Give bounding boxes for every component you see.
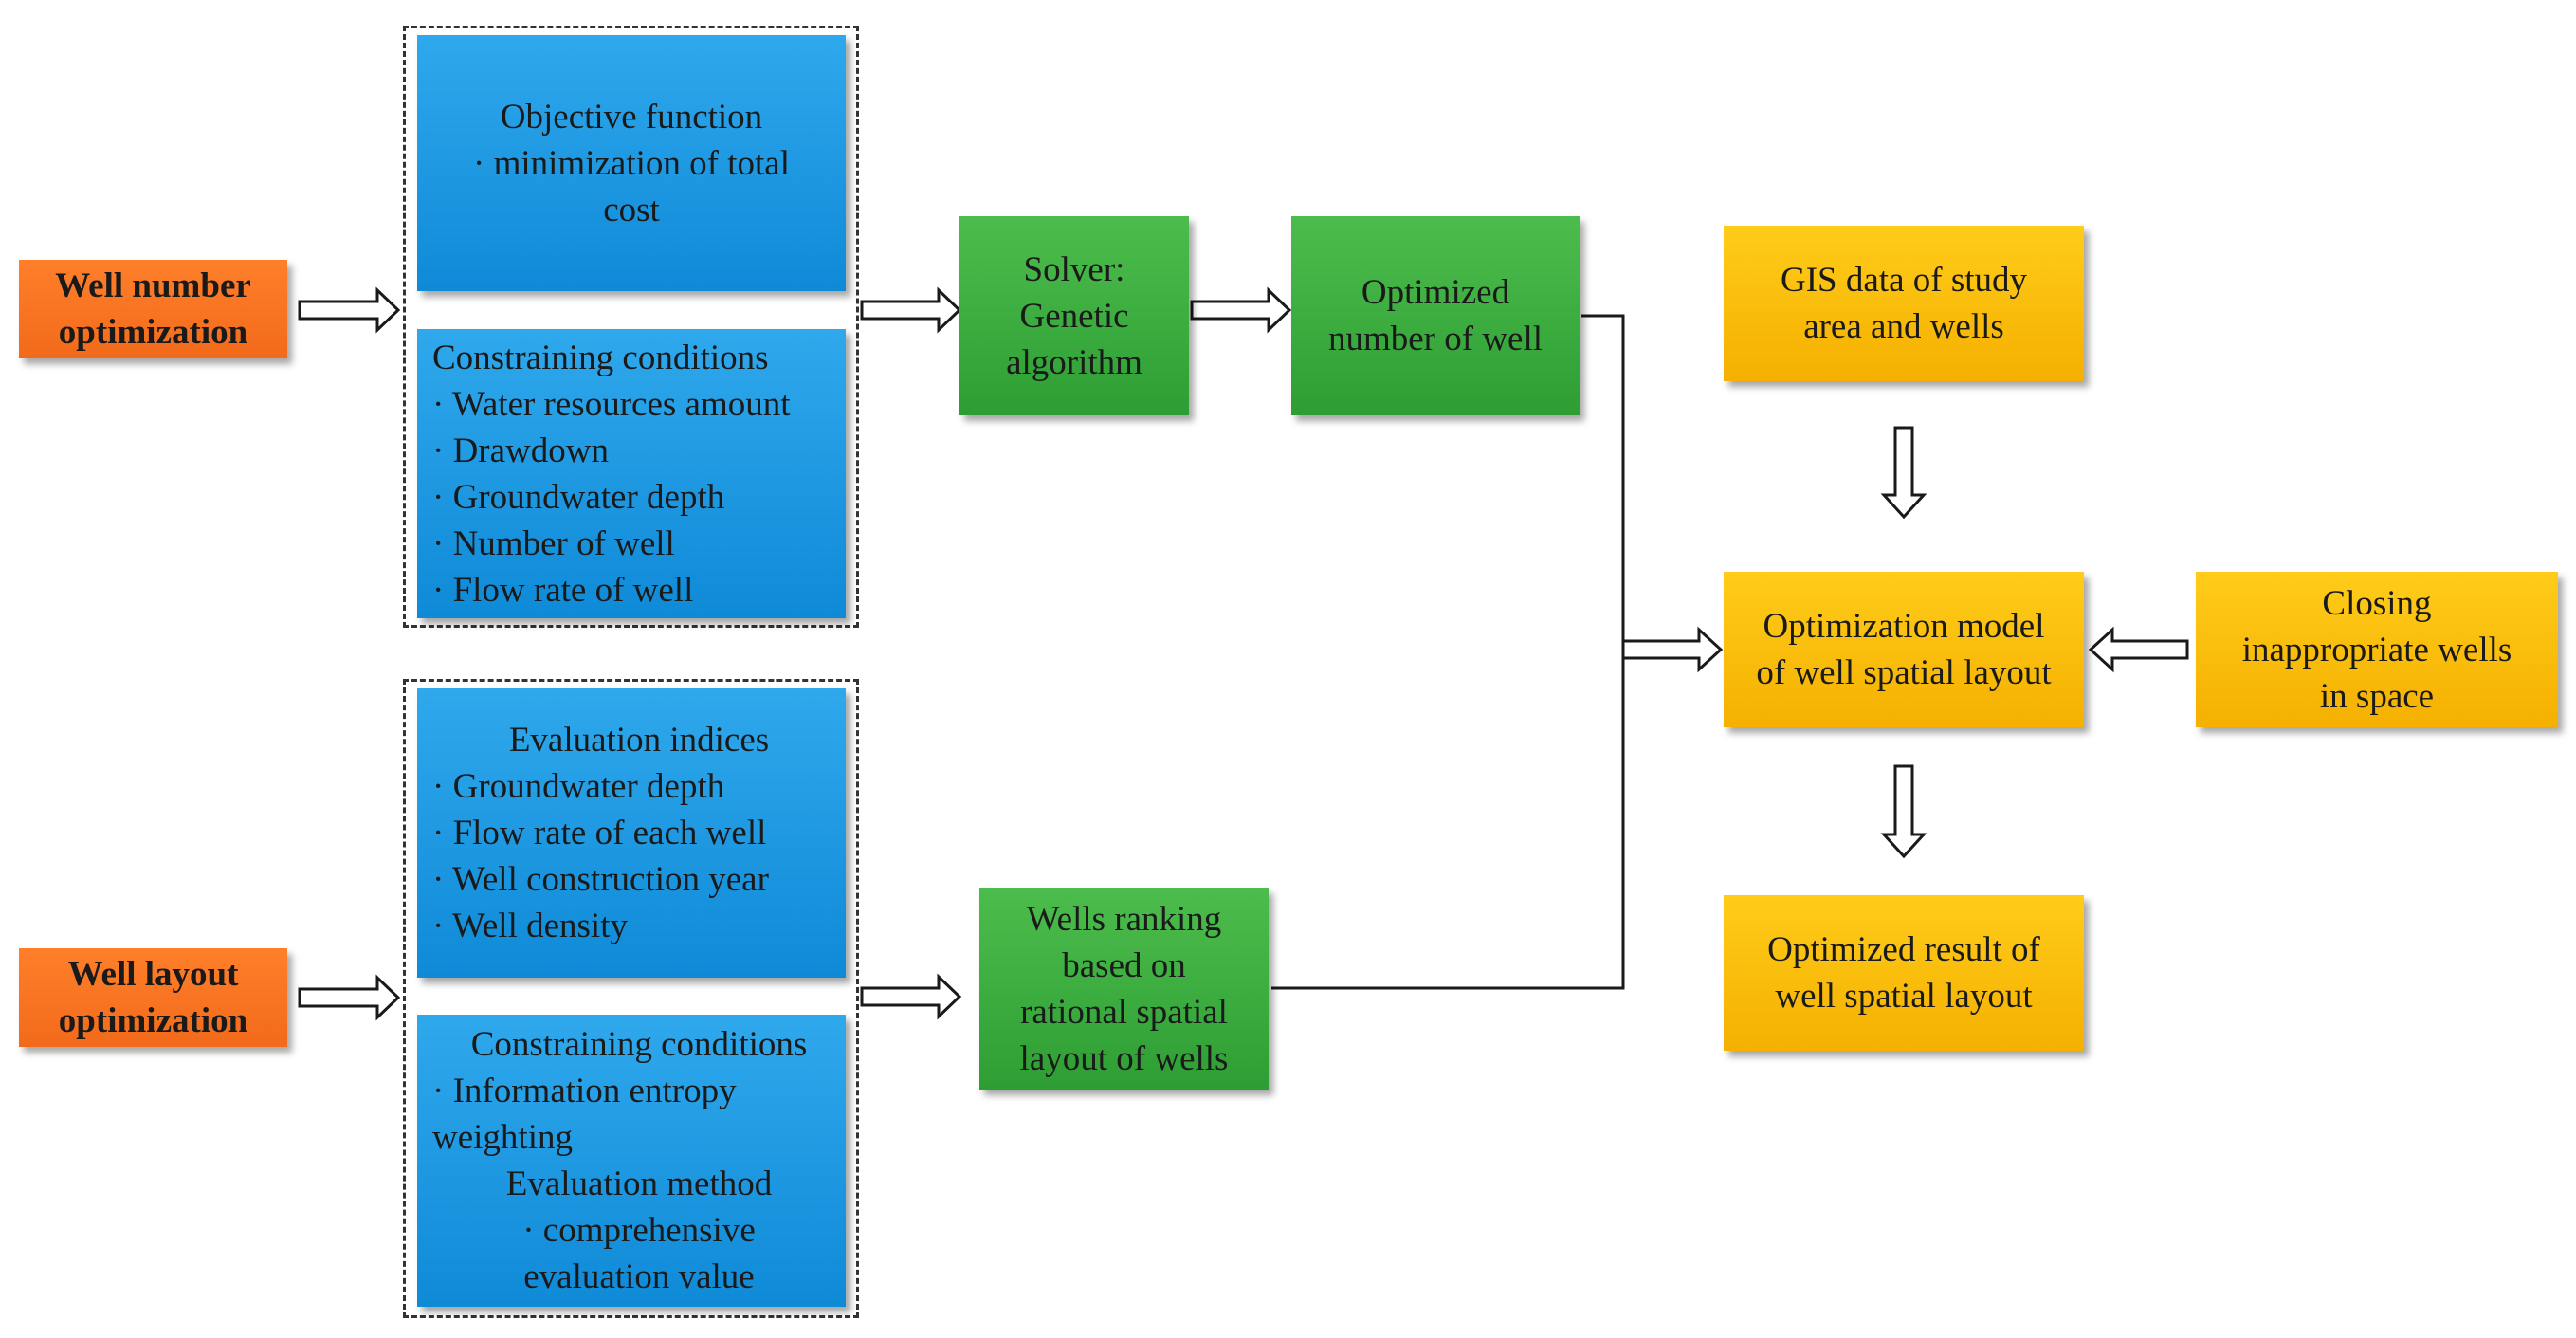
optimized-number-of-well-box: Optimized number of well bbox=[1291, 216, 1580, 415]
optimized-number-line-2: number of well bbox=[1327, 320, 1544, 358]
gis-line-1: GIS data of study bbox=[1781, 261, 2027, 300]
upper-constraint-line-4: · Groundwater depth bbox=[432, 477, 725, 517]
solver-line-3: algorithm bbox=[1006, 342, 1142, 382]
ranking-line-1: Wells ranking bbox=[1026, 899, 1222, 939]
arrow-objectives-to-solver bbox=[860, 286, 962, 334]
ranking-line-2: based on bbox=[1062, 945, 1186, 985]
objective-function-box: Objective function · minimization of tot… bbox=[417, 35, 846, 291]
well-layout-criteria-group bbox=[403, 679, 859, 1318]
closing-line-1: Closing bbox=[2322, 583, 2432, 623]
well-layout-optimization-box: Well layout optimization bbox=[19, 948, 287, 1047]
optimized-number-line-1: Optimized bbox=[1361, 273, 1510, 312]
well-number-line-2: optimization bbox=[58, 313, 248, 352]
model-line-2: of well spatial layout bbox=[1756, 653, 2052, 692]
result-line-2: well spatial layout bbox=[1775, 977, 2033, 1016]
upper-constraint-line-2: · Water resources amount bbox=[432, 384, 791, 424]
closing-line-3: in space bbox=[2319, 676, 2435, 716]
lower-constraining-conditions-box: Constraining conditions · Information en… bbox=[417, 1015, 846, 1307]
upper-constraint-line-5: · Number of well bbox=[432, 523, 675, 563]
result-line-1: Optimized result of bbox=[1767, 930, 2040, 969]
objective-line-2: · minimization of total bbox=[473, 143, 790, 183]
arrow-evaluation-to-ranking bbox=[860, 973, 962, 1020]
arrow-well-number-to-objectives bbox=[298, 286, 401, 334]
wells-ranking-box: Wells ranking based on rational spatial … bbox=[979, 888, 1269, 1090]
model-line-1: Optimization model bbox=[1763, 607, 2045, 646]
connector-lines bbox=[1271, 314, 1625, 990]
evaluation-indices-box: Evaluation indices · Groundwater depth ·… bbox=[417, 688, 846, 978]
arrow-model-to-result bbox=[1880, 764, 1927, 859]
well-number-line-1: Well number bbox=[55, 266, 251, 305]
gis-data-box: GIS data of study area and wells bbox=[1724, 226, 2084, 381]
upper-constraint-line-1: Constraining conditions bbox=[432, 338, 769, 377]
evaluation-line-5: · Well density bbox=[432, 907, 628, 945]
arrow-solver-to-optimized-number bbox=[1190, 286, 1292, 334]
arrow-well-layout-to-evaluation bbox=[298, 974, 401, 1021]
upper-constraint-line-3: · Drawdown bbox=[432, 431, 609, 470]
optimized-result-box: Optimized result of well spatial layout bbox=[1724, 895, 2084, 1051]
objective-line-1: Objective function bbox=[500, 97, 763, 137]
well-layout-line-2: optimization bbox=[58, 1001, 248, 1040]
arrow-merge-to-model bbox=[1621, 626, 1724, 673]
arrow-gis-to-model bbox=[1880, 426, 1927, 520]
lower-constraint-line-3: weighting bbox=[432, 1118, 573, 1157]
evaluation-line-2: · Groundwater depth bbox=[432, 767, 725, 806]
lower-constraint-line-4: Evaluation method bbox=[505, 1164, 773, 1203]
lower-constraint-line-6: evaluation value bbox=[523, 1257, 755, 1296]
objective-line-3: cost bbox=[603, 190, 660, 229]
well-layout-line-1: Well layout bbox=[67, 955, 239, 994]
well-number-optimization-box: Well number optimization bbox=[19, 260, 287, 358]
evaluation-line-3: · Flow rate of each well bbox=[432, 814, 767, 852]
gis-line-2: area and wells bbox=[1803, 307, 2004, 346]
evaluation-line-1: Evaluation indices bbox=[508, 721, 770, 760]
solver-genetic-algorithm-box: Solver: Genetic algorithm bbox=[959, 216, 1189, 415]
lower-constraint-line-5: · comprehensive bbox=[522, 1211, 756, 1250]
well-number-criteria-group bbox=[403, 26, 859, 628]
upper-constraint-line-6: · Flow rate of well bbox=[432, 570, 694, 610]
ranking-line-3: rational spatial bbox=[1020, 992, 1228, 1032]
ranking-line-4: layout of wells bbox=[1019, 1038, 1229, 1078]
closing-inappropriate-wells-box: Closing inappropriate wells in space bbox=[2196, 572, 2558, 727]
evaluation-line-4: · Well construction year bbox=[432, 860, 769, 899]
arrow-closing-to-model bbox=[2088, 626, 2189, 673]
closing-line-2: inappropriate wells bbox=[2241, 630, 2512, 669]
lower-constraint-line-1: Constraining conditions bbox=[470, 1025, 808, 1064]
upper-constraining-conditions-box: Constraining conditions · Water resource… bbox=[417, 329, 846, 618]
solver-line-2: Genetic bbox=[1019, 296, 1129, 336]
solver-line-1: Solver: bbox=[1023, 249, 1125, 289]
lower-constraint-line-2: · Information entropy bbox=[432, 1072, 737, 1110]
optimization-model-box: Optimization model of well spatial layou… bbox=[1724, 572, 2084, 727]
